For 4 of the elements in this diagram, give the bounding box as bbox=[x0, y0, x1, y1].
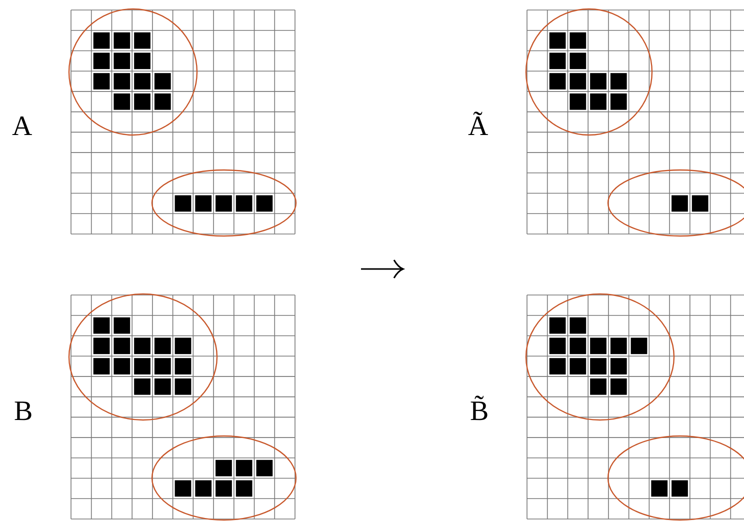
matrix-label: B bbox=[14, 395, 33, 429]
matrix-label: Ã bbox=[468, 110, 488, 144]
matrix-label: A bbox=[12, 110, 32, 144]
matrix-label: B̃ bbox=[470, 395, 489, 429]
